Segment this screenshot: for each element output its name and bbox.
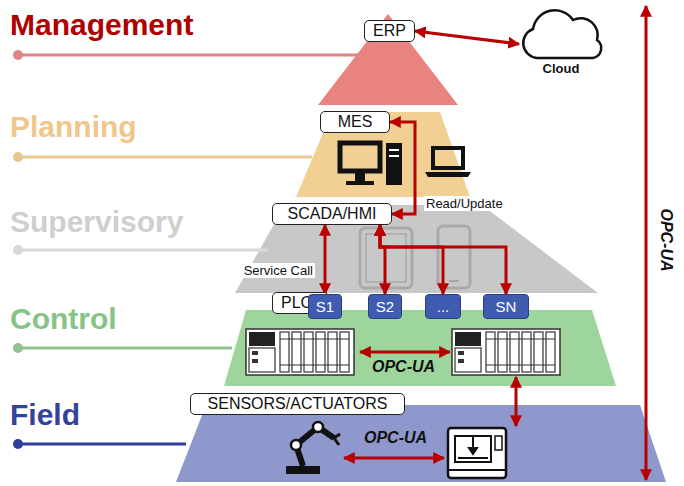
layer-name: Control [10, 302, 117, 336]
service-box: S1 [308, 294, 342, 319]
connector-arrow [415, 31, 519, 44]
node-text: ERP [373, 22, 406, 39]
service-box: ... [425, 294, 461, 319]
connector-label: Service Call [242, 263, 315, 278]
node-text: SENSORS/ACTUATORS [208, 395, 388, 412]
layer-name: Management [10, 8, 193, 42]
service-box: S2 [368, 294, 402, 319]
connector-label: Read/Update [424, 196, 505, 211]
connector-arrow [324, 225, 327, 294]
connector-arrow [390, 122, 415, 214]
system-tag: SCADA/HMI [272, 203, 392, 225]
protocol-label: OPC-UA [364, 429, 427, 447]
layer-name: Supervisory [10, 205, 183, 239]
node-text: SCADA/HMI [288, 205, 377, 222]
system-tag: SENSORS/ACTUATORS [190, 393, 405, 415]
node-text: S1 [316, 298, 334, 315]
service-box: SN [483, 294, 529, 319]
node-text: Cloud [515, 61, 607, 76]
node-text: S2 [376, 298, 394, 315]
protocol-label: OPC-UA [657, 208, 675, 271]
node-text: ... [437, 298, 450, 315]
protocol-label: OPC-UA [372, 358, 435, 376]
connector-arrow [380, 225, 443, 294]
layer-name: Planning [10, 110, 137, 144]
cloud-node: Cloud [515, 4, 607, 78]
node-text: SN [496, 298, 517, 315]
node-text: MES [338, 113, 373, 130]
system-tag: MES [320, 111, 390, 133]
connector-arrow [380, 225, 506, 294]
system-tag: ERP [364, 20, 415, 42]
layer-name: Field [10, 398, 80, 432]
